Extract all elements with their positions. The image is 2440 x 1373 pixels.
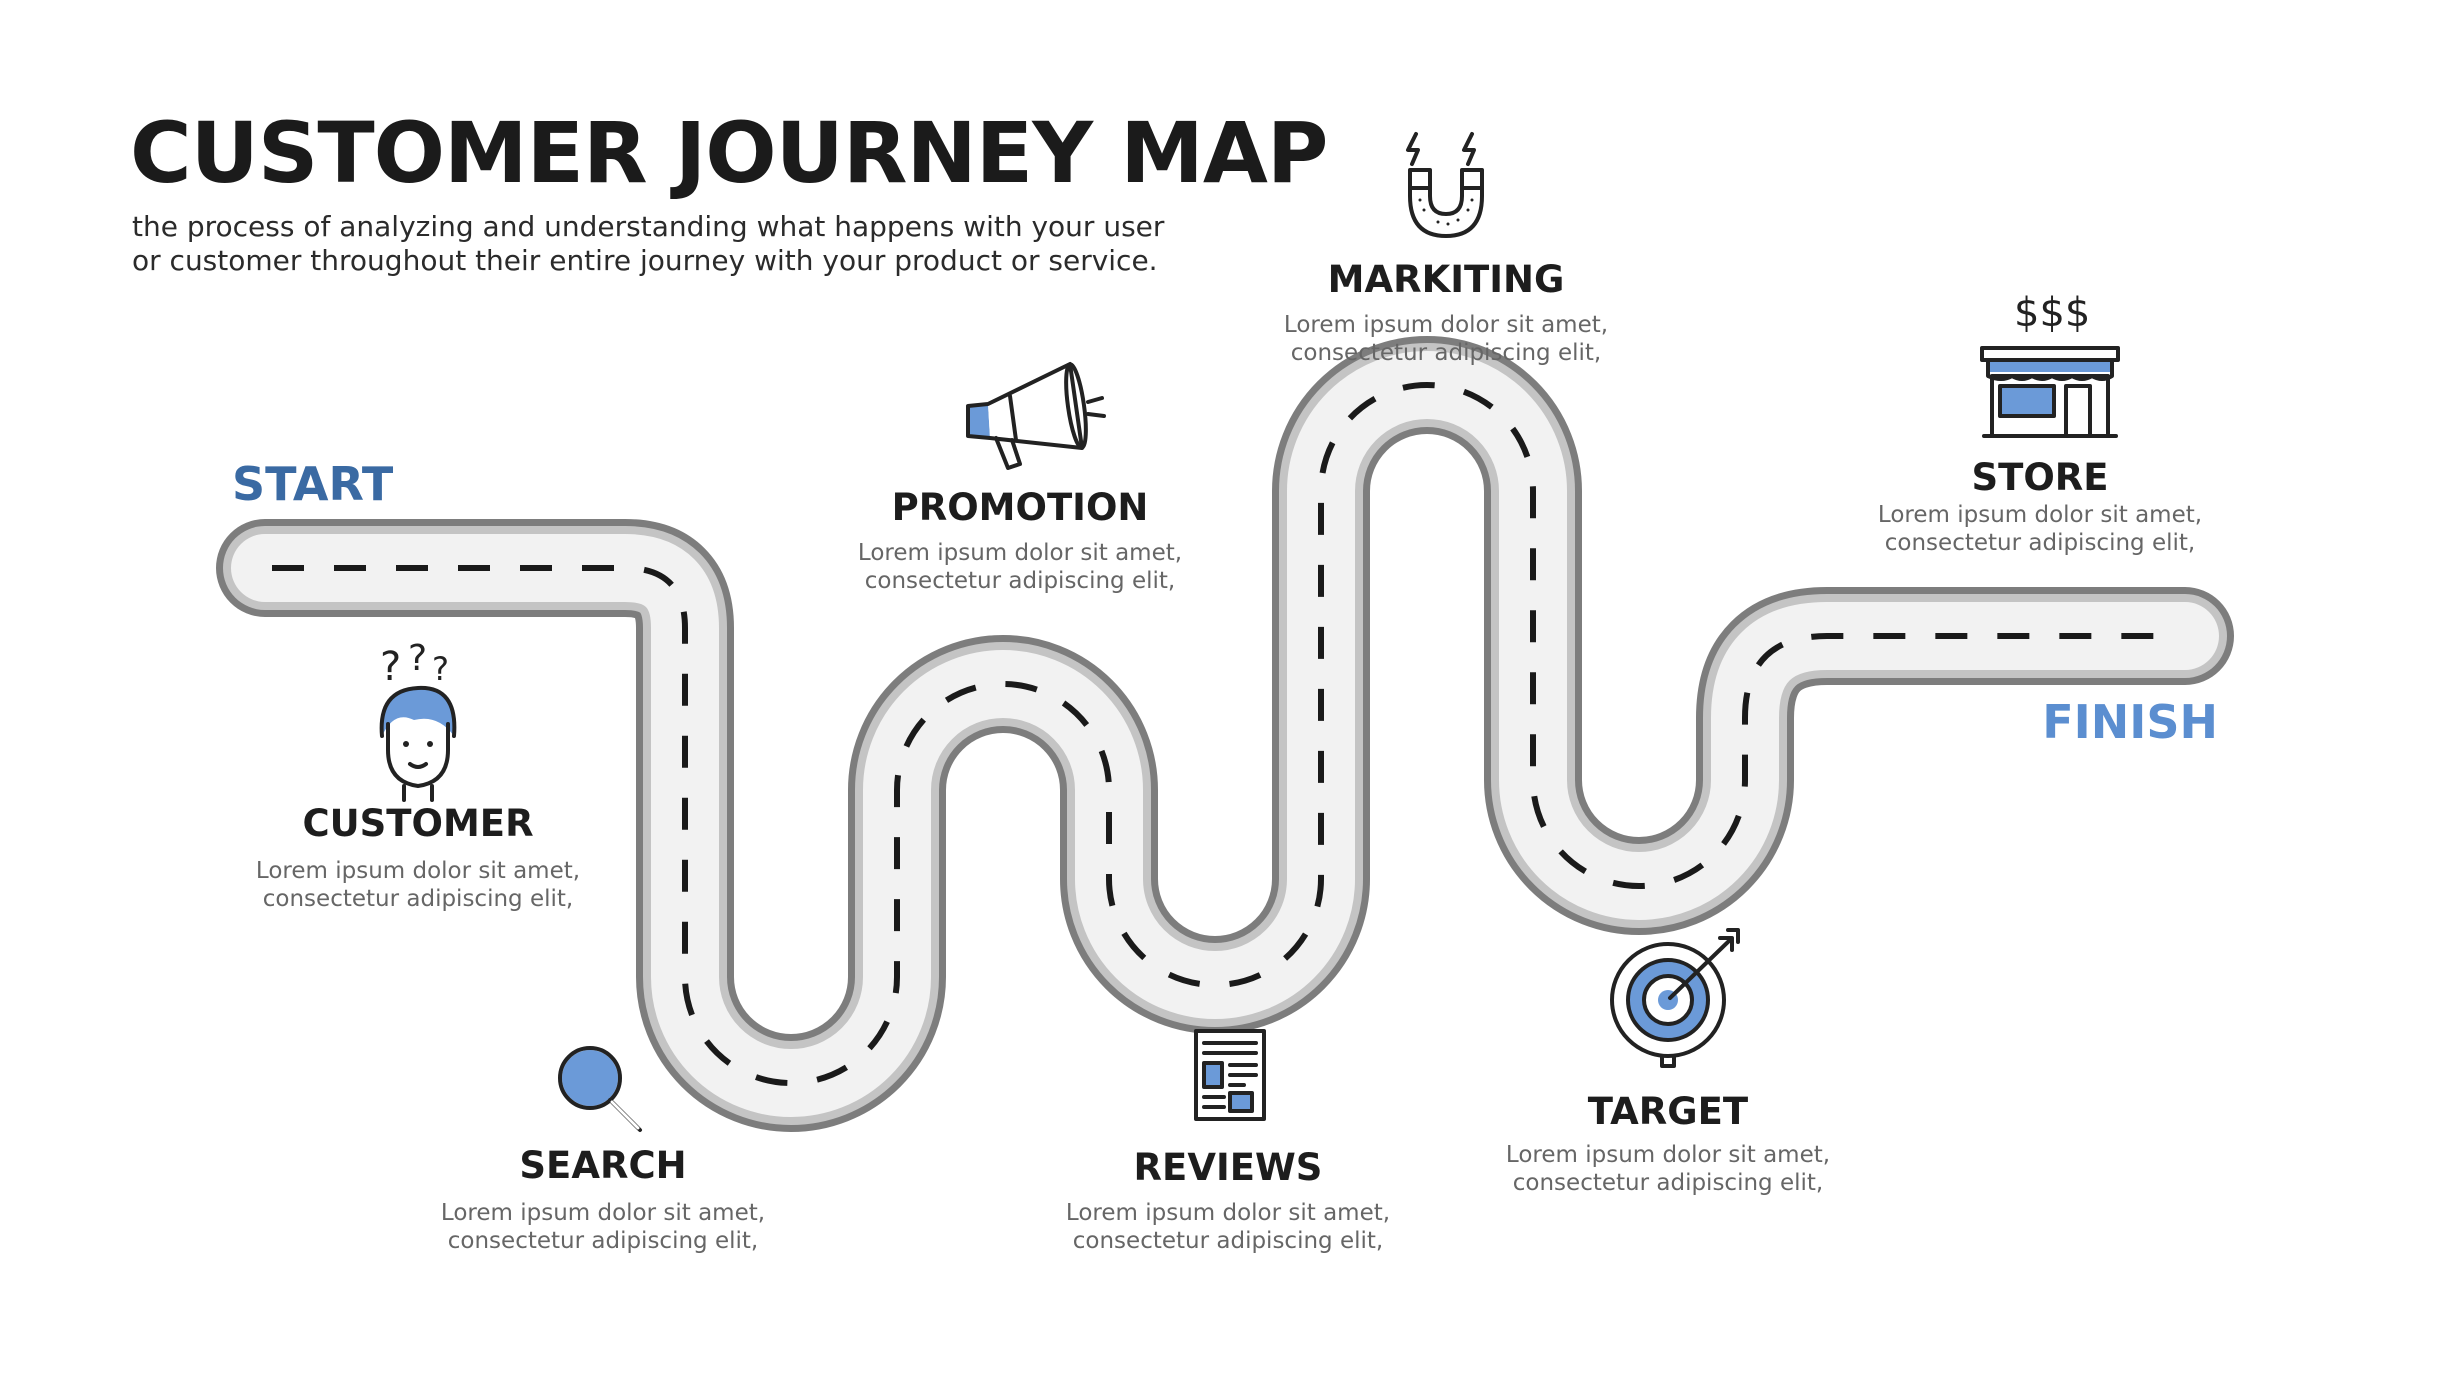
start-label: START	[232, 457, 394, 511]
step-search: SEARCH Lorem ipsum dolor sit amet, conse…	[441, 1046, 765, 1254]
magnet-icon	[1406, 132, 1484, 238]
step-reviews-desc-1: Lorem ipsum dolor sit amet,	[1066, 1200, 1390, 1226]
step-target-desc-1: Lorem ipsum dolor sit amet,	[1506, 1142, 1830, 1168]
step-marketing-label: MARKITING	[1328, 258, 1565, 301]
step-search-desc-2: consectetur adipiscing elit,	[448, 1228, 758, 1254]
page-subtitle-line-2: or customer throughout their entire jour…	[132, 244, 1158, 277]
magnifier-icon	[558, 1046, 642, 1132]
step-customer-desc-2: consectetur adipiscing elit,	[263, 886, 573, 912]
step-promotion: PROMOTION Lorem ipsum dolor sit amet, co…	[858, 362, 1182, 594]
step-marketing-desc-1: Lorem ipsum dolor sit amet,	[1284, 312, 1608, 338]
svg-text:?: ?	[432, 650, 449, 688]
svg-text:?: ?	[380, 644, 401, 690]
road-surface	[231, 351, 2219, 1117]
winding-road	[216, 336, 2234, 1132]
step-store-desc-2: consectetur adipiscing elit,	[1885, 530, 2195, 556]
step-promotion-label: PROMOTION	[892, 486, 1149, 529]
road-center-dashes	[272, 382, 2180, 1086]
step-promotion-desc-2: consectetur adipiscing elit,	[865, 568, 1175, 594]
step-search-desc-1: Lorem ipsum dolor sit amet,	[441, 1200, 765, 1226]
step-search-label: SEARCH	[519, 1144, 686, 1187]
page-subtitle-line-1: the process of analyzing and understandi…	[132, 210, 1165, 243]
step-store-desc-1: Lorem ipsum dolor sit amet,	[1878, 502, 2202, 528]
step-customer: ? ? ? CUSTOMER Lorem ipsum dolor sit ame…	[256, 638, 580, 912]
svg-text:?: ?	[408, 638, 427, 679]
newspaper-icon	[1194, 1029, 1266, 1121]
step-promotion-desc-1: Lorem ipsum dolor sit amet,	[858, 540, 1182, 566]
step-target-label: TARGET	[1588, 1090, 1749, 1133]
step-reviews: REVIEWS Lorem ipsum dolor sit amet, cons…	[1066, 1029, 1390, 1254]
step-marketing: MARKITING Lorem ipsum dolor sit amet, co…	[1284, 132, 1608, 366]
page-title: CUSTOMER JOURNEY MAP	[130, 104, 1327, 202]
dollar-signs-glyph: $$$	[2014, 290, 2090, 336]
megaphone-icon	[966, 362, 1106, 470]
step-customer-label: CUSTOMER	[302, 802, 533, 845]
step-target-desc-2: consectetur adipiscing elit,	[1513, 1170, 1823, 1196]
step-store: $$$ STORE Lorem ipsum dolor sit amet, co…	[1878, 290, 2202, 556]
step-reviews-label: REVIEWS	[1134, 1146, 1323, 1189]
step-customer-desc-1: Lorem ipsum dolor sit amet,	[256, 858, 580, 884]
step-target: TARGET Lorem ipsum dolor sit amet, conse…	[1506, 928, 1830, 1196]
step-store-label: STORE	[1971, 456, 2108, 499]
step-reviews-desc-2: consectetur adipiscing elit,	[1073, 1228, 1383, 1254]
customer-face-icon: ? ? ?	[379, 638, 457, 802]
store-icon: $$$	[1980, 290, 2120, 438]
step-marketing-desc-2: consectetur adipiscing elit,	[1291, 340, 1601, 366]
target-icon	[1610, 928, 1740, 1068]
finish-label: FINISH	[2042, 695, 2218, 749]
